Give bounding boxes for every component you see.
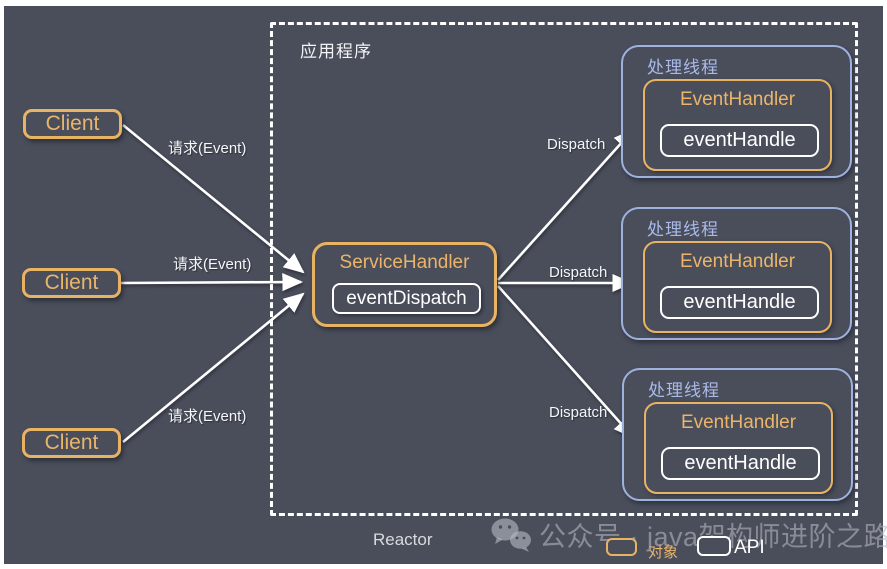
event-handle-label: eventHandle [683, 129, 796, 151]
event-handler-node: EventHandler eventHandle [644, 402, 833, 494]
legend-object-swatch [606, 538, 637, 556]
handler-thread-group-1: 处理线程 EventHandler eventHandle [621, 45, 852, 178]
handler-thread-group-3: 处理线程 EventHandler eventHandle [622, 368, 853, 501]
event-handler-title: EventHandler [680, 412, 797, 433]
arrow-dispatch-bottom [497, 285, 635, 439]
event-dispatch-label: eventDispatch [346, 287, 467, 309]
diagram-background: 应用程序 Reactor Client Client Client 请求(Eve… [4, 6, 887, 564]
legend-api-label: API [734, 537, 765, 558]
application-boundary [270, 22, 858, 516]
handler-thread-group-2: 处理线程 EventHandler eventHandle [621, 207, 852, 340]
client-node-1: Client [23, 109, 122, 139]
request-label-3: 请求(Event) [168, 408, 247, 425]
client-label: Client [44, 271, 99, 294]
thread-label: 处理线程 [648, 381, 720, 400]
service-handler-node: ServiceHandler eventDispatch [312, 242, 497, 327]
dispatch-label-1: Dispatch [547, 136, 606, 153]
legend-api-swatch [697, 536, 731, 556]
event-handle-api: eventHandle [660, 286, 819, 319]
dispatch-label-2: Dispatch [549, 264, 608, 281]
request-label-2: 请求(Event) [173, 256, 252, 273]
event-handle-api: eventHandle [661, 447, 820, 480]
request-label-1: 请求(Event) [168, 140, 247, 157]
event-handler-node: EventHandler eventHandle [643, 79, 832, 171]
client-node-2: Client [22, 268, 121, 298]
event-handler-node: EventHandler eventHandle [643, 241, 832, 333]
dispatch-label-3: Dispatch [549, 404, 608, 421]
thread-label: 处理线程 [647, 58, 719, 77]
client-label: Client [44, 431, 99, 454]
event-handle-label: eventHandle [684, 452, 797, 474]
legend-object-label: 对象 [648, 544, 679, 561]
arrow-client1-to-servicehandler [122, 123, 305, 274]
service-handler-title: ServiceHandler [339, 252, 470, 273]
event-handle-label: eventHandle [683, 291, 796, 313]
client-label: Client [45, 112, 100, 135]
event-dispatch-api: eventDispatch [332, 283, 481, 314]
arrow-client3-to-servicehandler [122, 292, 305, 444]
event-handle-api: eventHandle [660, 124, 819, 157]
event-handler-title: EventHandler [679, 89, 796, 110]
application-label: 应用程序 [300, 42, 372, 61]
event-handler-title: EventHandler [679, 251, 796, 272]
reactor-label: Reactor [373, 530, 433, 549]
thread-label: 处理线程 [647, 220, 719, 239]
arrow-dispatch-top [497, 128, 635, 281]
client-node-3: Client [22, 428, 121, 458]
